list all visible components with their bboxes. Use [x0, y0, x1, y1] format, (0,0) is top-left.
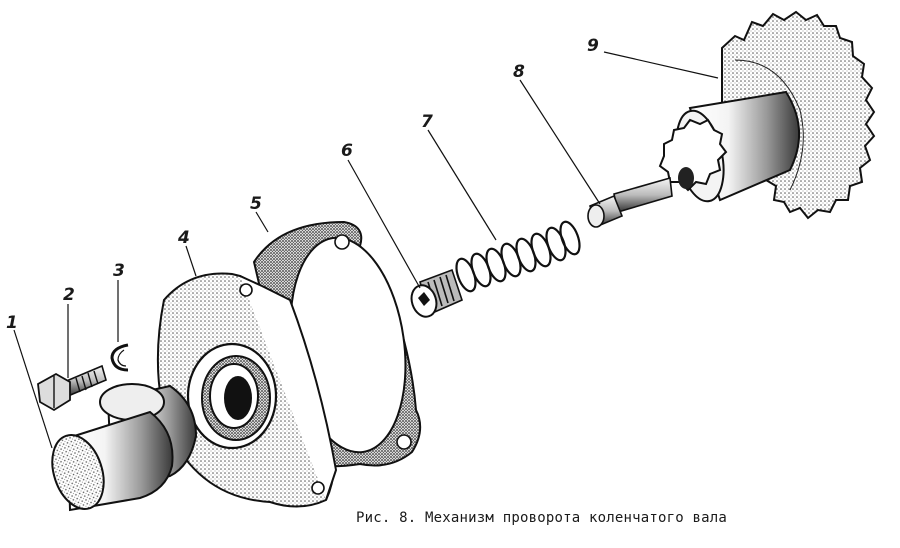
callout-6: 6 [341, 141, 353, 161]
callout-2: 2 [63, 285, 75, 305]
callout-4: 4 [178, 228, 190, 248]
cover-plate-part-4 [156, 272, 338, 508]
spring-part-7 [455, 220, 581, 293]
shaft-part-8 [587, 176, 673, 228]
callout-7: 7 [421, 112, 433, 132]
callout-8: 8 [513, 62, 525, 82]
callout-1: 1 [6, 313, 18, 333]
threaded-plug-part-6 [410, 268, 463, 318]
circlip-part-3 [110, 343, 129, 372]
cap-part-1 [51, 383, 198, 512]
bolt-part-2 [37, 364, 107, 412]
callout-9: 9 [587, 36, 599, 56]
callout-5: 5 [250, 194, 262, 214]
figure-caption: Рис. 8. Механизм проворота коленчатого в… [356, 510, 728, 526]
leader-lines [13, 51, 719, 449]
callout-3: 3 [113, 261, 125, 281]
